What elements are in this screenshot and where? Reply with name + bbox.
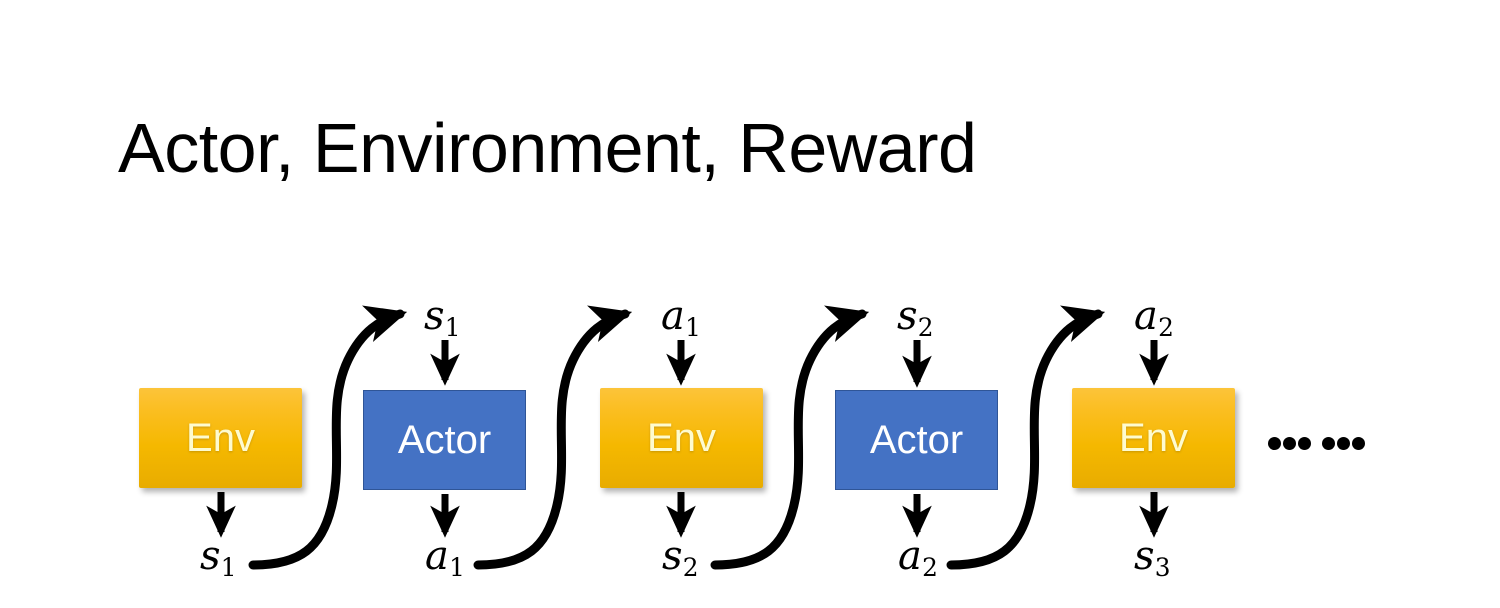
label-action-a2-bottom: a2 xyxy=(898,533,938,580)
node-env-2[interactable]: Env xyxy=(600,388,763,488)
ellipsis-dot xyxy=(1298,436,1311,450)
node-label: Actor xyxy=(869,418,964,462)
node-env-1[interactable]: Env xyxy=(139,388,302,488)
label-state-s3-bottom: s3 xyxy=(1134,533,1171,580)
node-label: Env xyxy=(186,416,255,460)
node-actor-1[interactable]: Actor xyxy=(363,390,526,490)
math-base: s xyxy=(662,533,683,579)
math-base: s xyxy=(1134,533,1155,579)
label-action-a1-top: a1 xyxy=(661,293,701,340)
math-base: s xyxy=(424,293,445,339)
math-sub: 1 xyxy=(685,313,701,343)
ellipsis-dot xyxy=(1337,436,1350,450)
node-label: Env xyxy=(647,416,716,460)
ellipsis-dot xyxy=(1322,436,1335,450)
node-env-3[interactable]: Env xyxy=(1072,388,1235,488)
math-base: s xyxy=(200,533,221,579)
math-base: a xyxy=(661,293,685,339)
node-label: Env xyxy=(1119,416,1188,460)
math-base: a xyxy=(1134,293,1158,339)
label-state-s2-bottom: s2 xyxy=(662,533,699,580)
math-sub: 3 xyxy=(1154,553,1171,583)
label-state-s2-top: s2 xyxy=(897,293,934,340)
math-sub: 2 xyxy=(682,553,699,583)
math-base: s xyxy=(897,293,918,339)
math-sub: 1 xyxy=(449,553,465,583)
label-state-s1-bottom: s1 xyxy=(200,533,237,580)
node-label: Actor xyxy=(397,418,492,462)
math-sub: 2 xyxy=(922,553,938,583)
page-title: Actor, Environment, Reward xyxy=(118,109,977,187)
label-state-s1-top: s1 xyxy=(424,293,461,340)
ellipsis-dot xyxy=(1268,436,1281,450)
math-base: a xyxy=(898,533,922,579)
math-sub: 1 xyxy=(220,553,237,583)
label-action-a2-top: a2 xyxy=(1134,293,1174,340)
continuation-ellipsis xyxy=(1268,430,1367,456)
math-sub: 2 xyxy=(917,313,934,343)
node-actor-2[interactable]: Actor xyxy=(835,390,998,490)
label-action-a1-bottom: a1 xyxy=(425,533,465,580)
ellipsis-dot xyxy=(1283,436,1296,450)
math-sub: 2 xyxy=(1158,313,1174,343)
math-base: a xyxy=(425,533,449,579)
math-sub: 1 xyxy=(444,313,461,343)
ellipsis-dot xyxy=(1352,436,1365,450)
